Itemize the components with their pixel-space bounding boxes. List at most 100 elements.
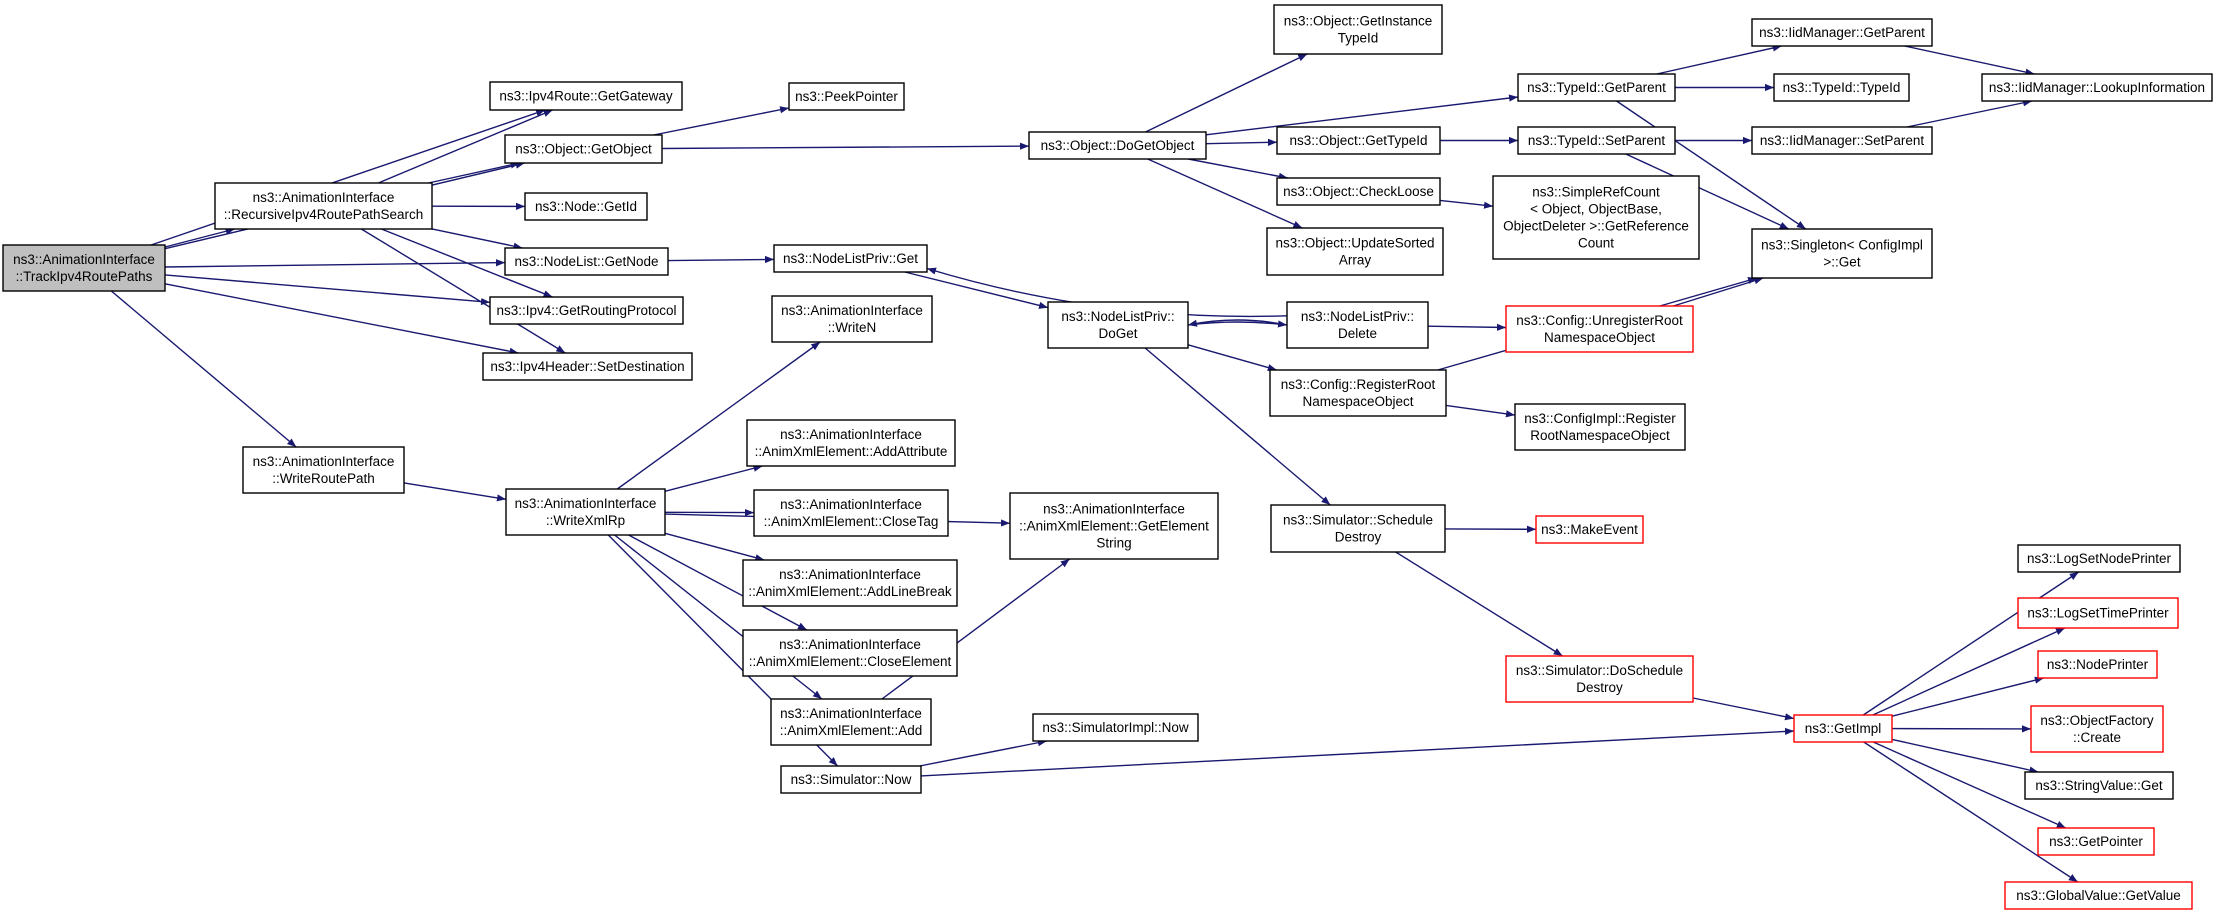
node-label: ns3::IidManager::SetParent	[1760, 133, 1925, 148]
node-n7[interactable]: ns3::Ipv4::GetRoutingProtocol	[489, 296, 684, 325]
node-box	[742, 559, 958, 607]
node-box	[1751, 228, 1933, 279]
node-n11[interactable]: ns3::AnimationInterface::WriteN	[771, 295, 933, 343]
node-n20[interactable]: ns3::NodeListPriv::Get	[773, 244, 928, 273]
node-n47[interactable]: ns3::StringValue::Get	[2024, 771, 2174, 800]
edge-n30-to-n40	[1616, 100, 1807, 230]
node-n24[interactable]: ns3::Object::GetTypeId	[1276, 126, 1441, 155]
node-label: ns3::AnimationInterface	[780, 706, 922, 721]
node-label: TypeId	[1338, 31, 1379, 46]
node-n1[interactable]: ns3::Ipv4Route::GetGateway	[489, 81, 683, 111]
node-n16[interactable]: ns3::AnimationInterface::AnimXmlElement:…	[770, 698, 932, 746]
edge-n2-to-n22	[661, 142, 1030, 150]
node-n38[interactable]: ns3::TypeId::TypeId	[1773, 73, 1910, 102]
node-label: ns3::NodeListPriv::Get	[783, 251, 918, 266]
node-n34[interactable]: ns3::ConfigImpl::RegisterRootNamespaceOb…	[1514, 403, 1686, 451]
node-n33[interactable]: ns3::Config::UnregisterRootNamespaceObje…	[1505, 305, 1694, 353]
node-n19[interactable]: ns3::SimulatorImpl::Now	[1032, 713, 1199, 742]
edge-n0-to-n8	[164, 283, 519, 355]
node-label: ns3::MakeEvent	[1541, 522, 1638, 537]
node-n39[interactable]: ns3::IidManager::SetParent	[1751, 126, 1933, 155]
node-box	[2030, 705, 2164, 753]
node-label: ns3::ConfigImpl::Register	[1524, 411, 1676, 426]
edge-n42-to-n43	[1862, 571, 2080, 716]
node-box	[1981, 73, 2213, 102]
node-n44[interactable]: ns3::LogSetTimePrinter	[2017, 597, 2179, 629]
edge-n42-to-n47	[1891, 738, 2039, 774]
node-label: RootNamespaceObject	[1530, 428, 1670, 443]
node-n31[interactable]: ns3::TypeId::SetParent	[1517, 126, 1676, 155]
node-box	[1517, 73, 1676, 102]
node-box	[1273, 4, 1443, 55]
node-n3[interactable]: ns3::PeekPointer	[788, 82, 905, 111]
edge-n10-to-n16	[614, 534, 823, 700]
node-label: ns3::ObjectFactory	[2040, 713, 2154, 728]
node-label: ::AnimXmlElement::AddAttribute	[755, 444, 948, 459]
node-n27[interactable]: ns3::NodeListPriv::Delete	[1286, 301, 1429, 349]
node-box	[2004, 881, 2193, 910]
node-label: ns3::NodeListPriv::	[1301, 309, 1414, 324]
node-box	[1751, 126, 1933, 155]
node-box	[1751, 18, 1933, 47]
node-box	[1276, 177, 1441, 206]
node-n25[interactable]: ns3::Object::CheckLoose	[1276, 177, 1441, 206]
node-n21[interactable]: ns3::NodeListPriv::DoGet	[1047, 301, 1189, 349]
node-n45[interactable]: ns3::NodePrinter	[2037, 650, 2158, 679]
node-n15[interactable]: ns3::AnimationInterface::AnimXmlElement:…	[742, 629, 958, 677]
node-n48[interactable]: ns3::GetPointer	[2037, 827, 2155, 856]
node-n46[interactable]: ns3::ObjectFactory::Create	[2030, 705, 2164, 753]
node-label: ns3::Ipv4::GetRoutingProtocol	[496, 303, 676, 318]
edge-n21-to-n27	[1187, 320, 1288, 328]
node-n14[interactable]: ns3::AnimationInterface::AnimXmlElement:…	[742, 559, 958, 607]
node-label: >::Get	[1823, 255, 1860, 270]
call-nodes: ns3::AnimationInterface::TrackIpv4RouteP…	[2, 4, 2213, 910]
edge-n10-to-n11	[616, 341, 821, 490]
node-box	[773, 244, 928, 273]
edge-n28-to-n34	[1445, 404, 1516, 418]
node-n8[interactable]: ns3::Ipv4Header::SetDestination	[482, 352, 693, 381]
node-n4[interactable]: ns3::AnimationInterface::RecursiveIpv4Ro…	[214, 182, 433, 230]
node-n9[interactable]: ns3::AnimationInterface::WriteRoutePath	[242, 446, 405, 494]
node-n10[interactable]: ns3::AnimationInterface::WriteXmlRp	[505, 488, 666, 536]
node-n17[interactable]: ns3::Simulator::Now	[780, 765, 922, 794]
node-n42[interactable]: ns3::GetImpl	[1793, 714, 1893, 743]
node-n43[interactable]: ns3::LogSetNodePrinter	[2017, 544, 2181, 573]
edge-n21-to-n29	[1144, 347, 1331, 506]
node-label: ns3::GlobalValue::GetValue	[2016, 888, 2181, 903]
edge-n33-to-n40	[1673, 277, 1764, 307]
node-label: Count	[1578, 236, 1614, 251]
node-box	[1793, 714, 1893, 743]
node-n22[interactable]: ns3::Object::DoGetObject	[1028, 131, 1207, 160]
node-label: ::AnimXmlElement::AddLineBreak	[748, 584, 952, 599]
node-box	[1535, 515, 1644, 544]
node-n2[interactable]: ns3::Object::GetObject	[504, 134, 663, 164]
node-n12[interactable]: ns3::AnimationInterface::AnimXmlElement:…	[746, 419, 956, 467]
node-n5[interactable]: ns3::Node::GetId	[524, 192, 648, 221]
node-label: NamespaceObject	[1302, 394, 1413, 409]
node-n49[interactable]: ns3::GlobalValue::GetValue	[2004, 881, 2193, 910]
node-box	[1514, 403, 1686, 451]
node-label: ::AnimXmlElement::GetElement	[1019, 519, 1209, 534]
edge-n17-to-n19	[919, 739, 1047, 767]
node-n32[interactable]: ns3::SimpleRefCount< Object, ObjectBase,…	[1492, 175, 1700, 260]
node-n41[interactable]: ns3::IidManager::LookupInformation	[1981, 73, 2213, 102]
node-n13[interactable]: ns3::AnimationInterface::AnimXmlElement:…	[753, 489, 949, 537]
edge-n4-to-n7	[381, 228, 553, 298]
edge-n4-to-n8	[360, 228, 566, 354]
node-n30[interactable]: ns3::TypeId::GetParent	[1517, 73, 1676, 102]
node-n18[interactable]: ns3::AnimationInterface::AnimXmlElement:…	[1009, 492, 1219, 560]
node-n40[interactable]: ns3::Singleton< ConfigImpl>::Get	[1751, 228, 1933, 279]
node-n35[interactable]: ns3::MakeEvent	[1535, 515, 1644, 544]
edge-n42-to-n49	[1863, 741, 2079, 883]
edge-n0-to-n9	[110, 290, 297, 448]
node-n0[interactable]: ns3::AnimationInterface::TrackIpv4RouteP…	[2, 244, 166, 292]
node-box	[1505, 655, 1694, 703]
node-n37[interactable]: ns3::IidManager::GetParent	[1751, 18, 1933, 47]
node-n6[interactable]: ns3::NodeList::GetNode	[504, 247, 669, 276]
